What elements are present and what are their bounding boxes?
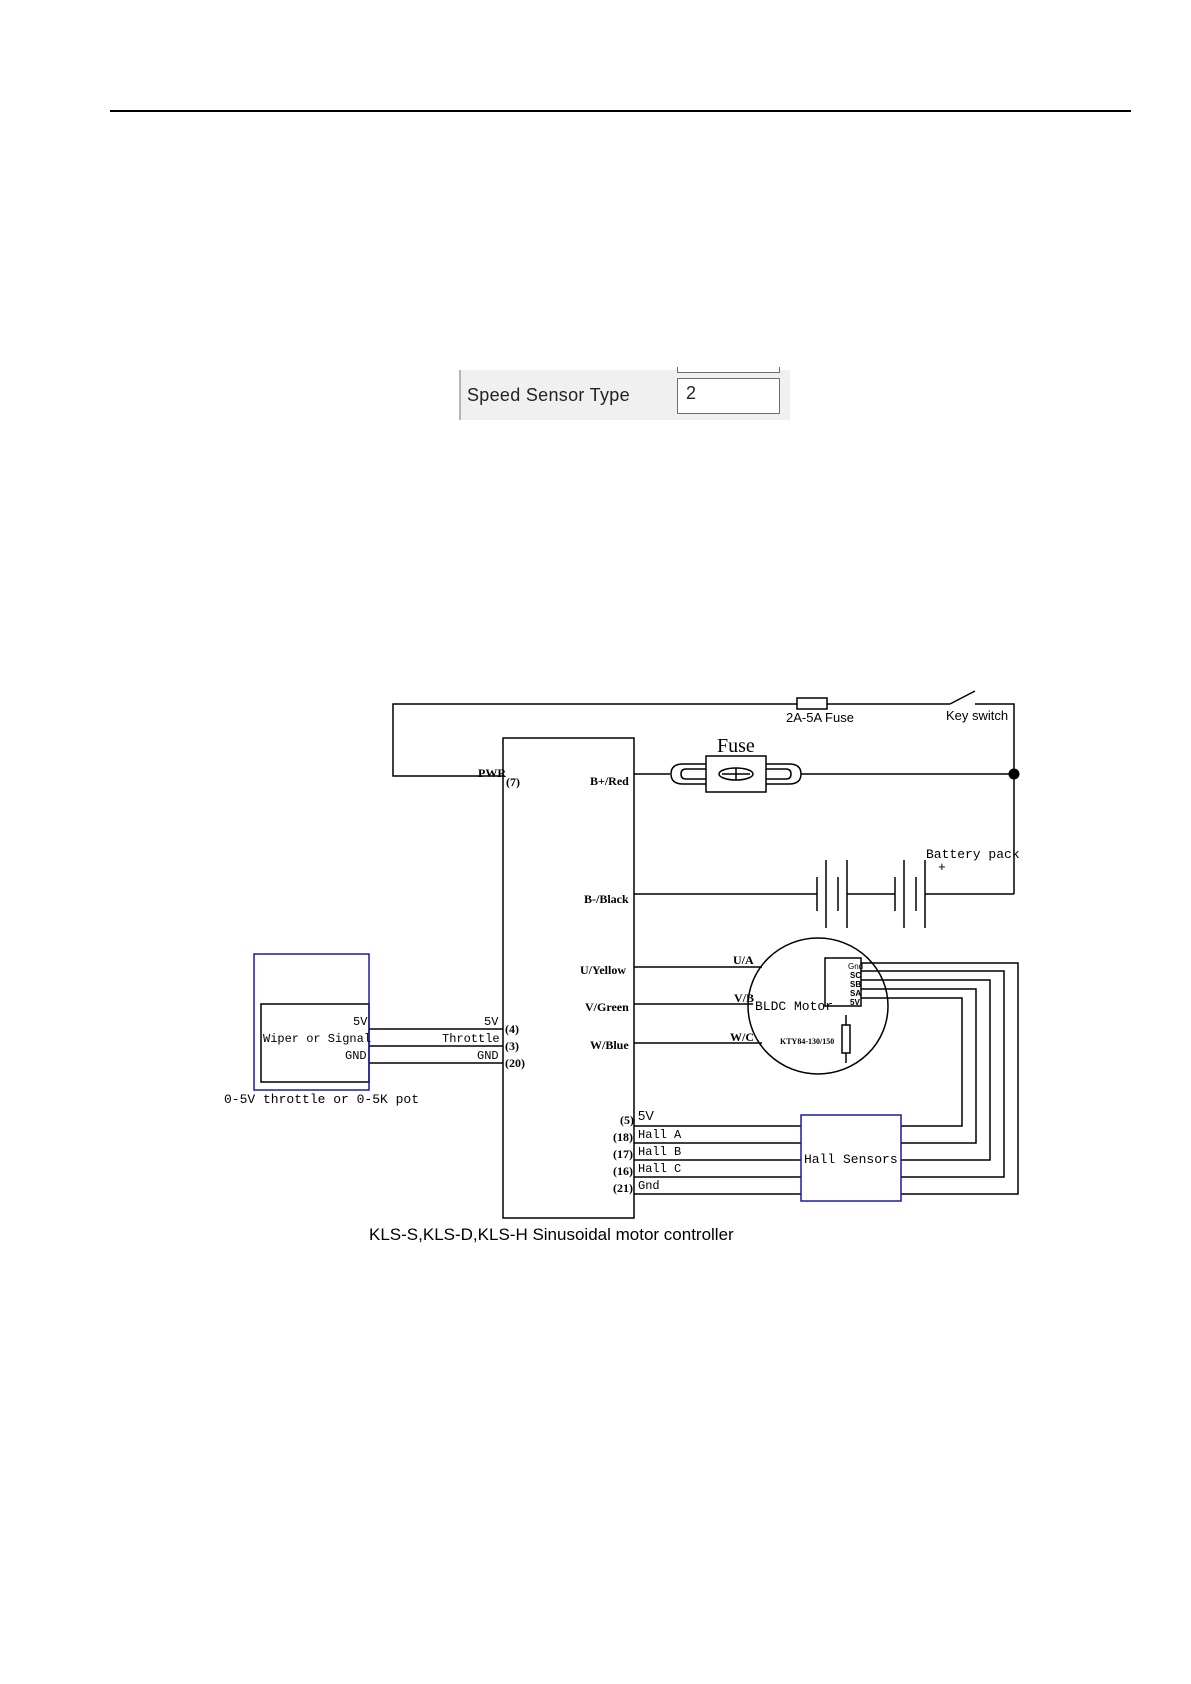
battery-pack-label: Battery pack bbox=[926, 847, 1020, 862]
hall-b-pin: (17) bbox=[613, 1147, 633, 1161]
throttle-sig-label: Throttle bbox=[442, 1032, 500, 1046]
fuse-left-slot bbox=[680, 768, 706, 780]
pwr-wire bbox=[392, 703, 797, 777]
speed-sensor-setting: Speed Sensor Type 2 bbox=[459, 367, 790, 420]
sensor-wire-sa bbox=[861, 988, 977, 1144]
b-minus-label: B-/Black bbox=[584, 892, 629, 906]
speed-sensor-type-label: Speed Sensor Type bbox=[467, 385, 630, 405]
motor-sensor-connector bbox=[824, 957, 862, 1007]
hall-a-pin: (18) bbox=[613, 1130, 633, 1144]
u-phase-label: U/Yellow bbox=[580, 963, 626, 977]
controller-box bbox=[502, 737, 635, 1219]
throttle-gnd-pin: (20) bbox=[505, 1056, 525, 1070]
throttle-box bbox=[253, 953, 370, 1091]
bldc-motor bbox=[747, 937, 889, 1075]
motor-v-label: V/B bbox=[734, 991, 754, 1005]
w-phase-label: W/Blue bbox=[590, 1038, 629, 1052]
diagram-caption: KLS-S,KLS-D,KLS-H Sinusoidal motor contr… bbox=[369, 1225, 734, 1244]
fuse-label: Fuse bbox=[717, 735, 755, 757]
fuse-right-blade bbox=[766, 763, 802, 785]
sensor-wire-sc bbox=[861, 970, 1005, 1178]
pwr-label: PWR bbox=[478, 766, 506, 780]
hall-c-label: Hall C bbox=[638, 1162, 681, 1176]
v-phase-label: V/Green bbox=[585, 1000, 629, 1014]
speed-sensor-type-input[interactable]: 2 bbox=[677, 378, 780, 414]
sensor-wire-sb bbox=[861, 979, 991, 1161]
key-switch-wire-b bbox=[975, 703, 1015, 774]
motor-pin-sc: SC bbox=[850, 971, 861, 980]
pwr-pin-label: (7) bbox=[506, 775, 520, 789]
page-header-rule bbox=[110, 110, 1131, 112]
pot-caption: 0-5V throttle or 0-5K pot bbox=[224, 1092, 419, 1107]
hall-sensors-label: Hall Sensors bbox=[804, 1152, 898, 1167]
hall-gnd-pin: (21) bbox=[613, 1181, 633, 1195]
key-switch-label: Key switch bbox=[946, 708, 1008, 723]
pot-5v-label: 5V bbox=[353, 1015, 368, 1029]
thermistor-symbol bbox=[841, 1024, 851, 1054]
throttle-gnd-label: GND bbox=[477, 1049, 499, 1063]
pot-wiper-label: Wiper or Signal bbox=[263, 1032, 371, 1046]
motor-u-label: U/A bbox=[733, 953, 754, 967]
b-plus-label: B+/Red bbox=[590, 774, 629, 788]
throttle-5v-pin: (4) bbox=[505, 1022, 519, 1036]
motor-pin-gnd: Gnd bbox=[848, 962, 863, 971]
motor-pin-sa: SA bbox=[850, 989, 861, 998]
hall-5v-pin: (5) bbox=[620, 1113, 634, 1127]
hall-a-label: Hall A bbox=[638, 1128, 682, 1142]
throttle-sig-pin: (3) bbox=[505, 1039, 519, 1053]
sensor-wire-5v bbox=[861, 997, 963, 1127]
motor-pin-5v: 5V bbox=[850, 998, 860, 1007]
bldc-motor-label: BLDC Motor bbox=[755, 999, 833, 1014]
small-fuse-label: 2A-5A Fuse bbox=[786, 710, 854, 725]
motor-w-label: W/C bbox=[730, 1030, 754, 1044]
pot-gnd-label: GND bbox=[345, 1049, 367, 1063]
small-fuse bbox=[796, 697, 828, 710]
fuse-right-slot bbox=[766, 768, 792, 780]
battery-node bbox=[1008, 768, 1020, 780]
hall-5v-label: 5V bbox=[638, 1108, 654, 1123]
previous-field-edge bbox=[677, 367, 780, 373]
motor-pin-sb: SB bbox=[850, 980, 861, 989]
hall-sensors-box bbox=[800, 1114, 902, 1202]
throttle-5v-label: 5V bbox=[484, 1015, 499, 1029]
battery-plus-label: + bbox=[938, 860, 946, 875]
hall-c-pin: (16) bbox=[613, 1164, 633, 1178]
fuse-left-blade bbox=[670, 763, 706, 785]
hall-gnd-label: Gnd bbox=[638, 1179, 660, 1193]
fuse-body bbox=[705, 755, 767, 793]
hall-b-label: Hall B bbox=[638, 1145, 681, 1159]
sensor-wire-gnd bbox=[861, 962, 1019, 1195]
thermistor-label: KTY84-130/150 bbox=[780, 1037, 834, 1046]
key-switch-blade bbox=[949, 690, 976, 705]
